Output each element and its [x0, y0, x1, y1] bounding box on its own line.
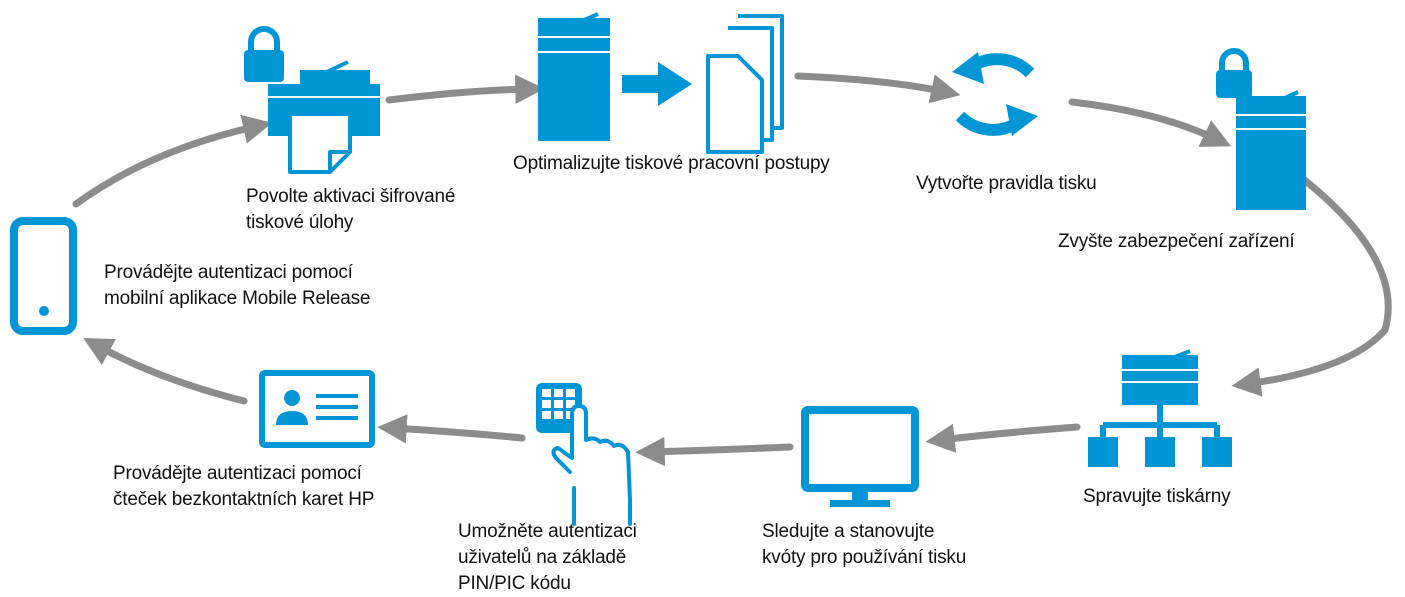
- step-label-device-security: Zvyšte zabezpečení zařízení: [1058, 229, 1295, 255]
- arrow-card-to-mobile: [83, 337, 248, 405]
- step-label-manage-printers: Spravujte tiskárny: [1083, 484, 1231, 510]
- label-line: Provádějte autentizaci pomocí: [104, 262, 353, 283]
- arrow-pin-to-card: [377, 414, 526, 444]
- label-line: uživatelů na základě: [458, 547, 627, 568]
- step-label-card-auth: Provádějte autentizaci pomocí čteček bez…: [113, 461, 374, 513]
- monitor-icon: [801, 406, 919, 507]
- step-label-encrypted-print: Povolte aktivaci šifrované tiskové úlohy: [246, 184, 455, 236]
- scanner-to-documents-icon: [538, 12, 784, 154]
- arrow-quotas-to-pin: [635, 436, 794, 467]
- label-line: tiskové úlohy: [246, 212, 354, 233]
- step-label-quotas: Sledujte a stanovujte kvóty pro používán…: [762, 519, 966, 571]
- arrow-mobile-to-encrypt: [72, 114, 273, 208]
- step-label-mobile-auth: Provádějte autentizaci pomocí mobilní ap…: [104, 260, 370, 312]
- locked-printer-icon: [1216, 48, 1306, 210]
- step-label-optimize-workflow: Optimalizujte tiskové pracovní postupy: [513, 151, 830, 177]
- label-line: Sledujte a stanovujte: [762, 521, 935, 542]
- id-card-icon: [259, 370, 375, 448]
- keypad-hand-icon: [536, 383, 632, 526]
- arrow-rules-to-security: [1068, 98, 1232, 147]
- step-label-pin-auth: Umožněte autentizaci uživatelů na základ…: [458, 519, 637, 597]
- refresh-cycle-icon: [952, 52, 1038, 136]
- label-line: PIN/PIC kódu: [458, 573, 571, 594]
- label-line: Provádějte autentizaci pomocí: [113, 463, 362, 484]
- label-line: čteček bezkontaktních karet HP: [113, 489, 375, 510]
- label-line: Zvyšte zabezpečení zařízení: [1058, 231, 1295, 252]
- label-line: mobilní aplikace Mobile Release: [104, 288, 371, 309]
- printer-network-icon: [1088, 349, 1232, 467]
- printer-lock-icon: [244, 26, 380, 174]
- label-line: Spravujte tiskárny: [1083, 486, 1231, 507]
- smartphone-icon: [10, 217, 77, 335]
- arrow-manage-to-quotas: [925, 423, 1081, 453]
- label-line: Umožněte autentizaci: [458, 521, 637, 542]
- label-line: Optimalizujte tiskové pracovní postupy: [513, 153, 830, 174]
- arrow-security-to-manage: [1231, 174, 1392, 397]
- label-line: Vytvořte pravidla tisku: [916, 173, 1097, 194]
- arrow-encrypt-to-optimize: [385, 74, 545, 104]
- label-line: Povolte aktivaci šifrované: [246, 186, 456, 207]
- arrow-optimize-to-rules: [794, 72, 961, 104]
- step-label-print-rules: Vytvořte pravidla tisku: [916, 171, 1097, 197]
- label-line: kvóty pro používání tisku: [762, 547, 967, 568]
